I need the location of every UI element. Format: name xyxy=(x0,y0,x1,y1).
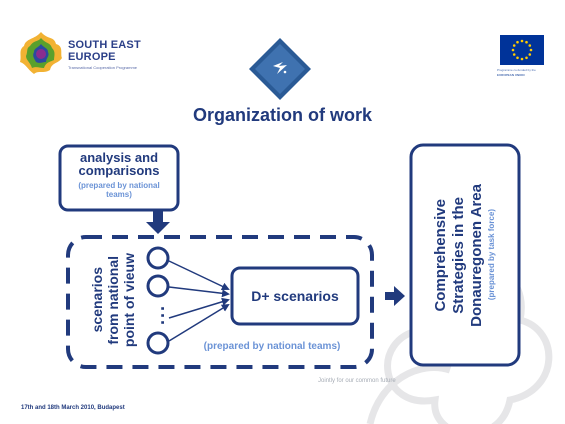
national-teams-note: (prepared by national teams) xyxy=(203,341,341,352)
scenarios-line1: scenarios xyxy=(89,267,105,333)
see-logo-line3: Transnational Cooperation Programme xyxy=(68,65,137,70)
arrow-line-1 xyxy=(168,260,230,291)
comprehensive-line1: Comprehensive xyxy=(432,198,449,312)
eu-logo: Programme co-funded by the EUROPEAN UNIO… xyxy=(497,35,549,85)
footer-tagline: Jointly for our common future xyxy=(318,378,396,384)
taskforce-note: (prepared by task force) xyxy=(487,209,496,301)
scenarios-label: scenarios from national point of vieuw xyxy=(80,240,146,360)
comprehensive-line3: Donauregonen Area xyxy=(468,183,485,327)
scenarios-line3: point of vieuw xyxy=(121,252,137,348)
arrow-line-3 xyxy=(168,297,230,319)
eu-caption-line2: EUROPEAN UNION xyxy=(497,73,525,77)
analysis-note-line1: (prepared by national xyxy=(78,181,160,190)
page-title: Organization of work xyxy=(192,105,372,125)
comprehensive-label: Comprehensive Strategies in the Donaureg… xyxy=(414,148,516,362)
comprehensive-line2: Strategies in the xyxy=(450,196,467,314)
scenario-circle-3 xyxy=(146,331,170,355)
comprehensive-box xyxy=(409,143,521,367)
see-logo-line2: EUROPE xyxy=(68,51,116,63)
see-flower-icon xyxy=(20,32,62,74)
scenario-circle-1 xyxy=(146,246,170,270)
national-scenarios-dashed-box xyxy=(66,235,374,369)
dplus-label: D+ scenarios xyxy=(251,288,339,304)
analysis-box xyxy=(58,144,180,212)
eu-caption-line1: Programme co-funded by the xyxy=(497,68,536,72)
analysis-title-line2: comparisons xyxy=(78,163,160,178)
footer-date: 17th and 18th March 2010, Budapest xyxy=(21,405,125,411)
see-logo: SOUTH EAST EUROPE Transnational Cooperat… xyxy=(18,26,178,84)
scenarios-line2: from national xyxy=(105,255,121,345)
arrow-line-4 xyxy=(168,303,230,342)
analysis-note-line2: teams) xyxy=(106,190,132,199)
project-logo-icon xyxy=(249,38,311,100)
ellipsis-dots: ... xyxy=(148,304,168,326)
analysis-title-line1: analysis and xyxy=(79,150,159,165)
see-logo-line1: SOUTH EAST xyxy=(68,39,141,51)
arrow-line-2 xyxy=(168,286,230,298)
right-arrow xyxy=(385,286,405,306)
down-arrow xyxy=(146,211,170,234)
eu-flag-icon xyxy=(500,35,544,65)
dplus-box xyxy=(230,266,360,326)
scenario-circle-2 xyxy=(146,274,170,298)
